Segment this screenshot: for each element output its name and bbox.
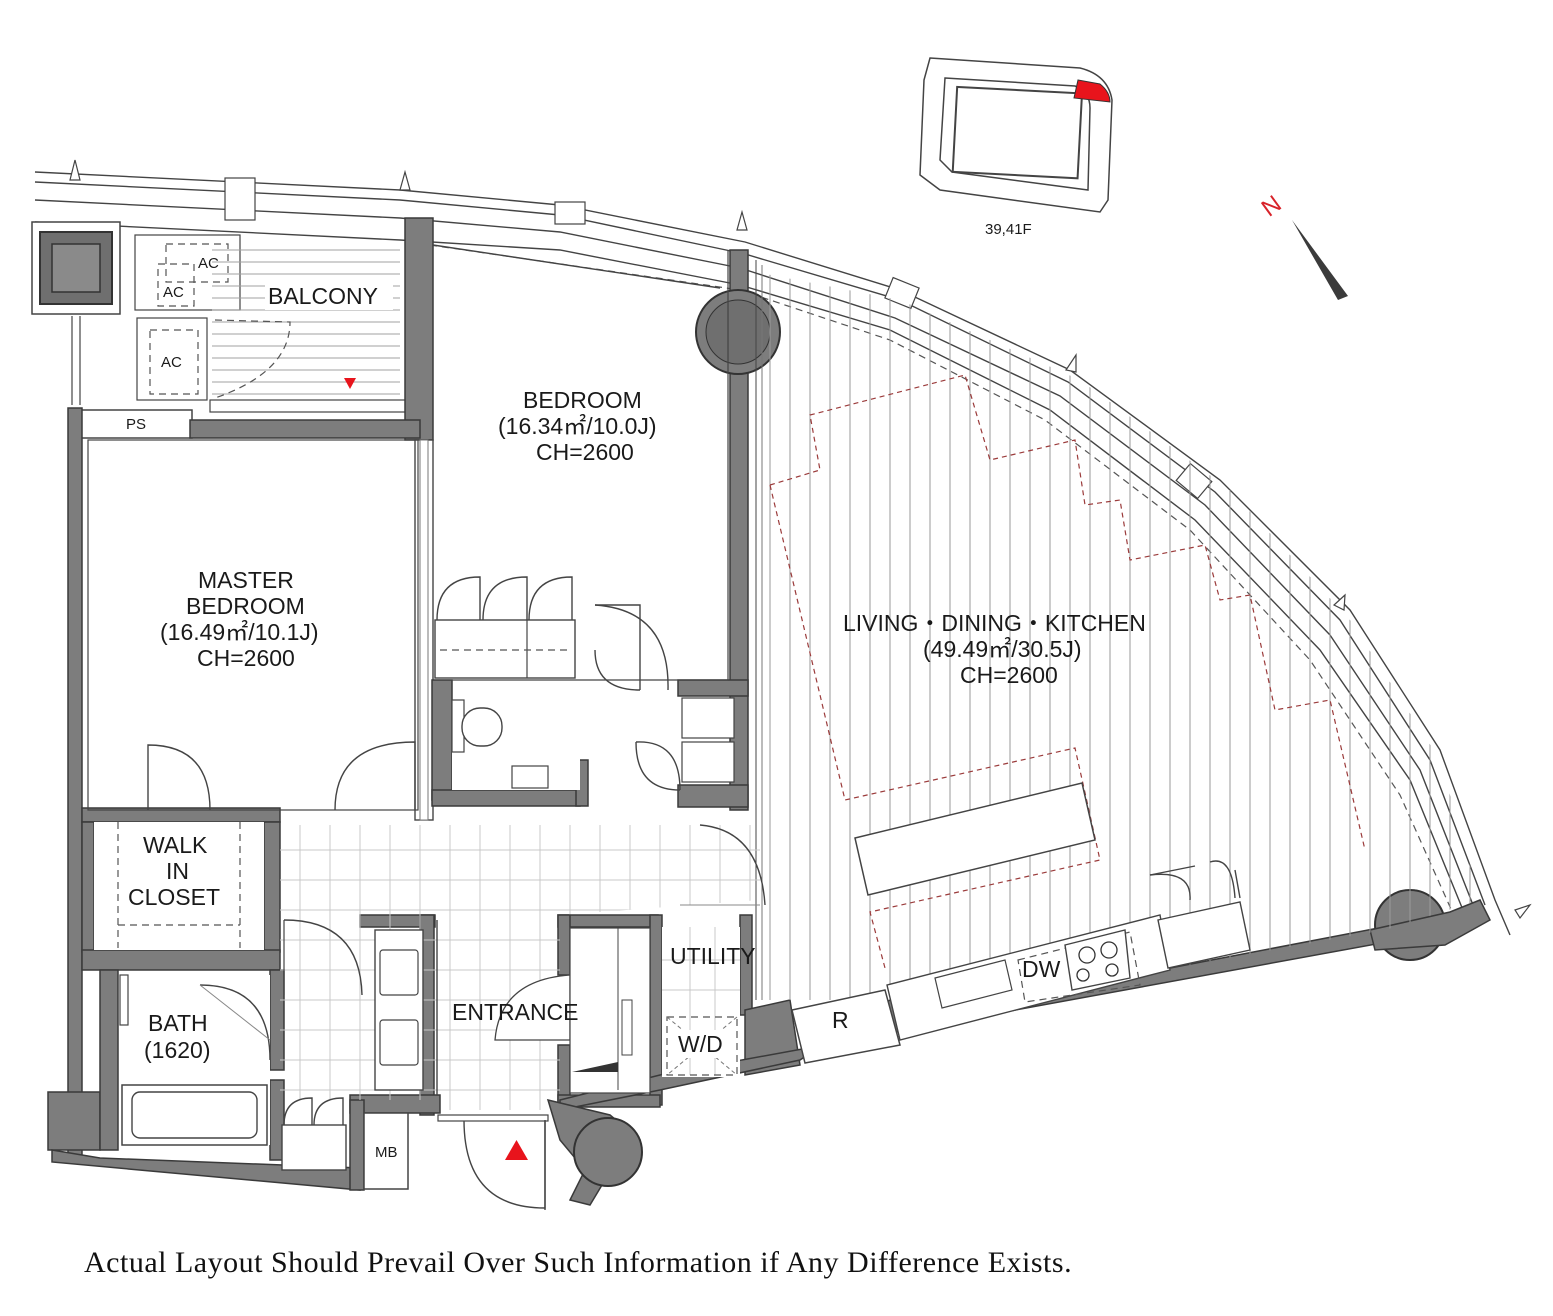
room-labels: BEDROOM (16.34㎡/10.0J) CH=2600 MASTER BE…	[128, 387, 1146, 1063]
wc	[451, 604, 735, 791]
bath	[119, 919, 363, 1171]
master-bedroom-ceiling: CH=2600	[197, 645, 295, 671]
unit-highlight-marker	[1073, 79, 1111, 103]
mb-label: MB	[375, 1144, 398, 1161]
structural-walls: MB	[47, 217, 1491, 1206]
room-outlines	[87, 244, 763, 1000]
master-bedroom-name-1: MASTER	[198, 567, 294, 593]
entrance-area	[374, 824, 766, 1210]
floor-label: 39,41F	[985, 221, 1032, 238]
walk-in-closet-line-3: CLOSET	[128, 884, 220, 910]
entrance-label: ENTRANCE	[452, 999, 579, 1025]
ac-area: AC AC AC	[31, 221, 241, 405]
refrigerator-label: R	[832, 1007, 849, 1033]
ps-label: PS	[126, 416, 146, 433]
ac-label-2: AC	[163, 284, 184, 301]
ldk-dashed-lines	[769, 374, 1366, 969]
utility-area: W/D	[662, 927, 740, 1077]
refrigerator	[791, 989, 901, 1064]
kitchen: DW R	[791, 782, 1251, 1064]
walk-in-closet-line-1: WALK	[143, 832, 208, 858]
utility-label: UTILITY	[670, 943, 756, 969]
bedroom-name: BEDROOM	[523, 387, 642, 413]
disclaimer-text: Actual Layout Should Prevail Over Such I…	[84, 1246, 1073, 1279]
ldk-name: LIVING・DINING・KITCHEN	[843, 610, 1146, 636]
kitchen-sink	[934, 959, 1013, 1009]
walk-in-closet-line-2: IN	[166, 858, 189, 884]
bedroom-closet	[434, 576, 576, 679]
north-letter: N	[1257, 190, 1287, 222]
washer-dryer	[666, 1016, 738, 1076]
ac-label-3: AC	[161, 354, 182, 371]
ac-unit-3	[149, 329, 199, 395]
ac-unit-1	[165, 243, 229, 283]
cooktop	[1064, 929, 1131, 991]
balcony-area: BALCONY PS	[79, 249, 407, 439]
cupboard	[1157, 901, 1251, 969]
bathtub-icon	[131, 1091, 258, 1139]
master-bedroom-area: (16.49㎡/10.1J)	[160, 619, 319, 645]
ldk-area: (49.49㎡/30.5J)	[923, 636, 1082, 662]
master-bedroom-name-2: BEDROOM	[186, 593, 305, 619]
kitchen-island	[854, 782, 1096, 896]
bath-size: (1620)	[144, 1037, 210, 1063]
entrance-arrow	[505, 1140, 528, 1160]
toilet-icon	[461, 707, 503, 747]
bedroom-area: (16.34㎡/10.0J)	[498, 413, 657, 439]
dw-label: DW	[1022, 956, 1061, 982]
washbasin-icon	[511, 765, 549, 789]
ldk-ceiling: CH=2600	[960, 662, 1058, 688]
ac-unit-2	[157, 263, 195, 307]
master-bedroom-doors	[147, 741, 416, 811]
bath-name: BATH	[148, 1010, 208, 1036]
balcony-access-arrow	[344, 378, 356, 389]
wd-label: W/D	[678, 1031, 723, 1057]
walk-in-closet	[94, 822, 264, 950]
ac-label-1: AC	[198, 255, 219, 272]
bedroom-ceiling: CH=2600	[536, 439, 634, 465]
north-arrow-icon: N	[1257, 190, 1348, 300]
balcony-label: BALCONY	[268, 283, 378, 309]
building-key-map: 39,41F	[919, 57, 1113, 238]
